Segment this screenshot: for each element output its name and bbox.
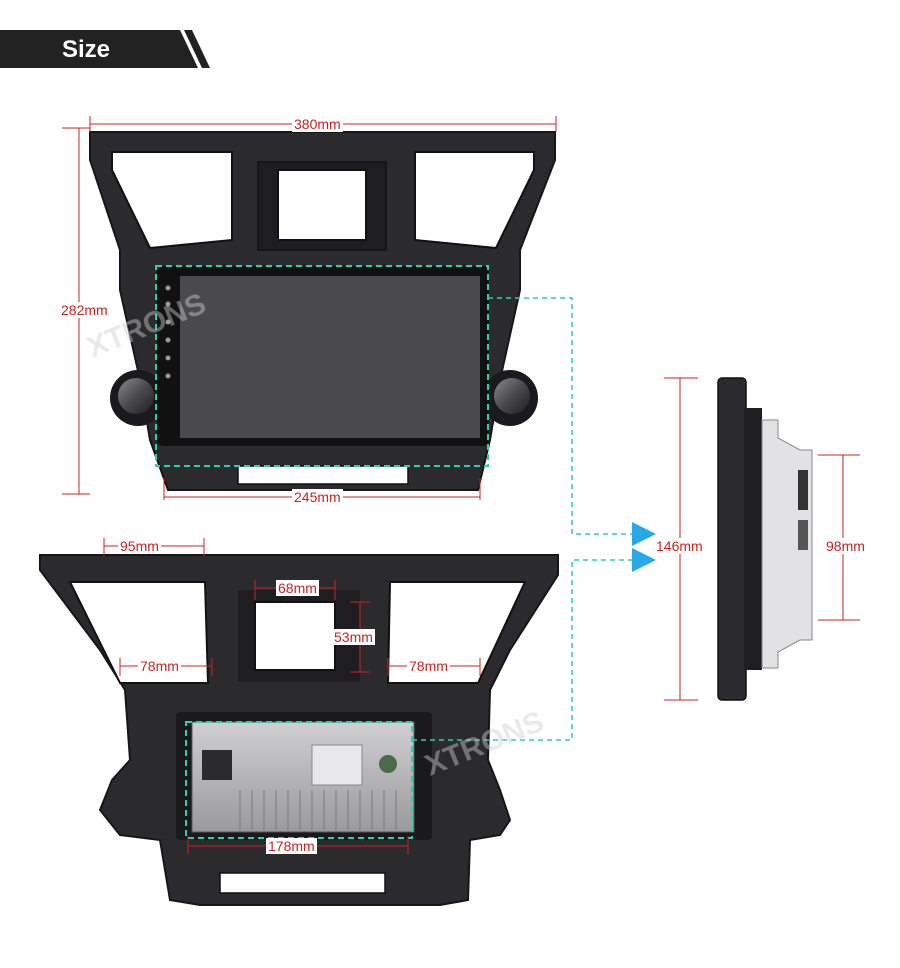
back-left-opening bbox=[68, 581, 210, 684]
dim-back-chassis-width: 178mm bbox=[266, 838, 317, 854]
side-profile bbox=[717, 377, 813, 701]
dim-back-left-vent: 78mm bbox=[138, 658, 181, 674]
connector-arrows bbox=[632, 522, 656, 572]
right-knob bbox=[494, 378, 530, 414]
dim-back-center-height: 53mm bbox=[332, 629, 375, 645]
chassis-antenna-port bbox=[379, 755, 397, 773]
front-screen bbox=[180, 276, 480, 438]
dim-front-width: 380mm bbox=[292, 116, 343, 132]
front-right-vent bbox=[414, 151, 535, 250]
dim-back-center-width: 68mm bbox=[276, 580, 319, 596]
dim-front-height: 282mm bbox=[59, 302, 110, 318]
dim-back-top-left: 95mm bbox=[118, 538, 161, 554]
section-header-bar bbox=[0, 30, 160, 68]
left-knob bbox=[118, 378, 154, 414]
chassis-connector-main bbox=[311, 744, 363, 786]
front-left-vent bbox=[111, 151, 233, 250]
connector-paths bbox=[412, 297, 636, 741]
section-title: Size bbox=[62, 36, 111, 63]
front-center-opening bbox=[277, 169, 367, 241]
chassis-connector-left bbox=[202, 750, 232, 780]
back-right-opening bbox=[386, 581, 527, 684]
dim-side-chassis: 98mm bbox=[824, 538, 867, 554]
dim-back-right-vent: 78mm bbox=[407, 658, 450, 674]
front-panel bbox=[89, 131, 556, 491]
back-center-opening bbox=[254, 601, 336, 671]
dim-screen-width: 245mm bbox=[292, 489, 343, 505]
dim-side-depth: 146mm bbox=[654, 538, 705, 554]
radio-chassis bbox=[191, 721, 415, 833]
